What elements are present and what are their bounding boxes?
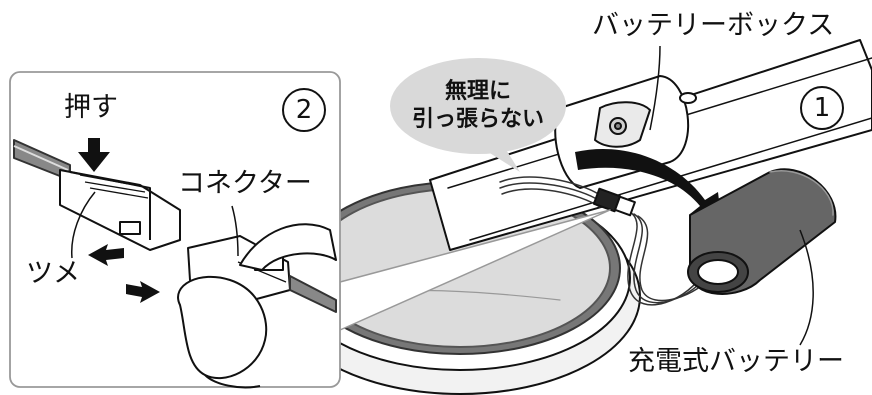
rechargeable-battery-label: 充電式バッテリー	[628, 346, 844, 377]
step-2-badge: 2	[282, 88, 326, 132]
warning-line-1: 無理に	[444, 79, 511, 104]
battery-box-leader	[649, 45, 661, 131]
wire-connector	[592, 187, 636, 217]
step-1-badge: 1	[800, 86, 844, 130]
fixture-scene	[279, 39, 872, 395]
claw-leader	[71, 191, 96, 259]
battery-pack	[687, 168, 837, 295]
battery-leader	[799, 229, 814, 346]
push-arrow	[78, 138, 110, 172]
connector-leader	[231, 205, 239, 257]
claw-label: ツメ	[26, 258, 80, 289]
inset-panel	[9, 71, 341, 389]
speech-bubble	[390, 58, 566, 172]
push-label: 押す	[64, 92, 118, 123]
connector-label: コネクター	[178, 168, 312, 199]
warning-bubble-text: 無理に 引っ張らない	[408, 78, 548, 133]
battery-box-label: バッテリーボックス	[592, 10, 835, 41]
separate-arrows	[88, 244, 160, 303]
wires	[499, 176, 714, 306]
warning-line-2: 引っ張らない	[411, 106, 544, 132]
